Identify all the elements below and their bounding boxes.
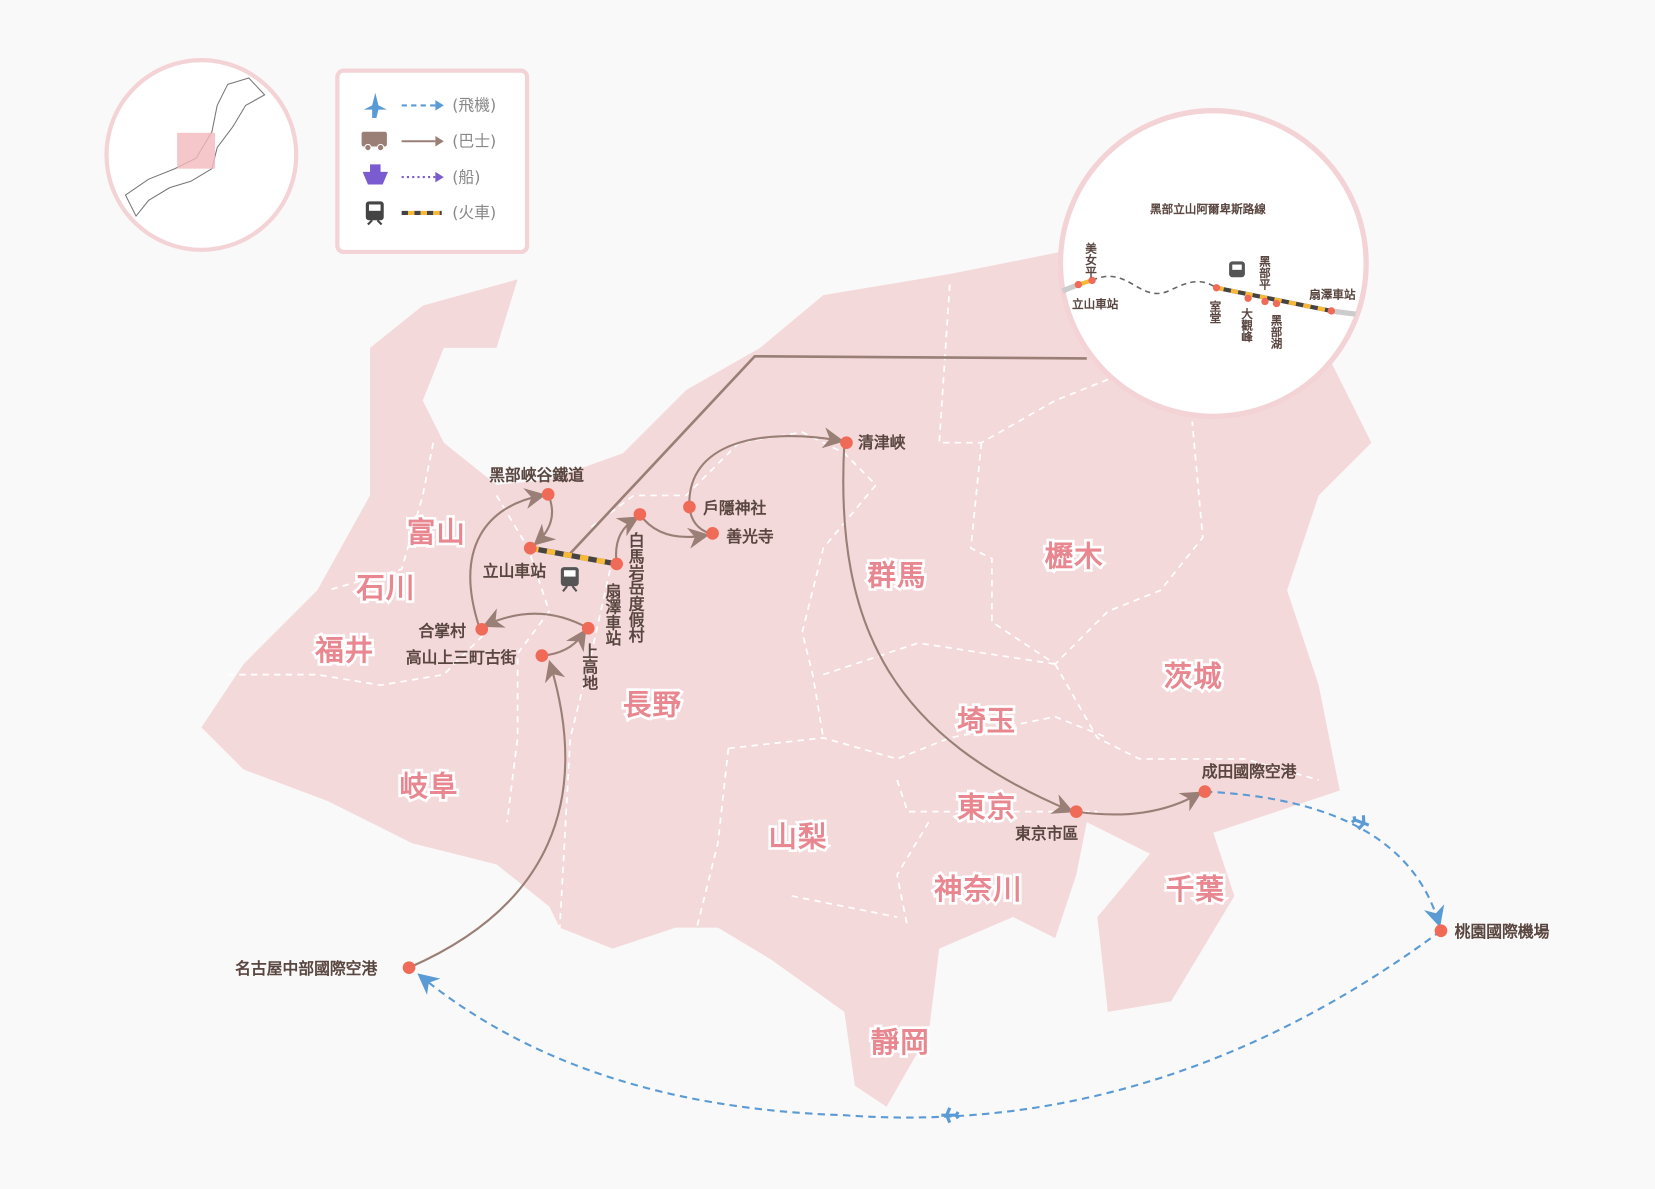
label-takayama: 高山上三町古街 bbox=[406, 648, 517, 667]
label-gassho: 合掌村 bbox=[419, 622, 467, 641]
label-ogizawa: 扇澤車站 bbox=[603, 582, 622, 647]
pref-toyama: 富山 bbox=[407, 516, 466, 549]
pref-chiba: 千葉 bbox=[1166, 873, 1225, 906]
pref-nagano: 長野 bbox=[623, 689, 682, 722]
ship-icon bbox=[362, 164, 388, 185]
pref-gifu: 岐阜 bbox=[400, 770, 459, 803]
pref-fukui: 福井 bbox=[314, 634, 374, 667]
train-icon bbox=[560, 567, 579, 592]
pref-ishikawa: 石川 bbox=[355, 572, 415, 605]
airplane-icon bbox=[941, 1107, 960, 1124]
legend-label-bus: (巴士) bbox=[452, 132, 496, 151]
inset-callout-line bbox=[569, 354, 1087, 555]
bus-icon bbox=[361, 131, 387, 152]
label-taoyuan: 桃園國際機場 bbox=[1455, 922, 1550, 941]
flight-routes bbox=[417, 790, 1445, 1124]
train-route bbox=[529, 545, 618, 567]
station-daikanbo: 大觀峰 bbox=[1240, 307, 1254, 343]
station-murodo: 室堂 bbox=[1208, 300, 1222, 325]
legend-label-flight: (飛機) bbox=[452, 96, 496, 115]
prefecture-borders bbox=[227, 284, 1319, 928]
station-kurobeko: 黑部湖 bbox=[1270, 314, 1284, 349]
label-tokyo: 東京市區 bbox=[1015, 824, 1078, 843]
airplane-icon bbox=[363, 92, 387, 119]
pref-shizuoka: 靜岡 bbox=[871, 1026, 930, 1059]
pref-saitama: 埼玉 bbox=[957, 704, 1016, 737]
japan-overview bbox=[104, 57, 299, 252]
label-hakuba: 白馬岩岳度假村 bbox=[626, 531, 645, 644]
label-kamikochi: 上高地 bbox=[580, 643, 599, 691]
label-kurobe: 黑部峽谷鐵道 bbox=[489, 466, 584, 485]
label-togakushi: 戶隱神社 bbox=[703, 498, 766, 517]
prefecture-labels: 富山 石川 福井 岐阜 長野 群馬 櫪木 茨城 埼玉 東京 山梨 神奈川 千葉 … bbox=[312, 513, 1227, 1061]
label-nagoya: 名古屋中部國際空港 bbox=[235, 959, 378, 978]
label-tateyama: 立山車站 bbox=[483, 562, 546, 581]
legend-label-train: (火車) bbox=[452, 203, 496, 222]
station-tateyama: 立山車站 bbox=[1072, 297, 1119, 311]
station-ogizawa: 扇澤車站 bbox=[1309, 287, 1356, 301]
landmass bbox=[201, 240, 1372, 1107]
label-narita: 成田國際空港 bbox=[1202, 762, 1298, 781]
station-kurobedaira: 黑部平 bbox=[1258, 255, 1272, 290]
label-kiyotsu: 清津峽 bbox=[858, 433, 906, 452]
pref-yamanashi: 山梨 bbox=[768, 820, 827, 853]
legend-label-ship: (船) bbox=[452, 167, 480, 186]
pref-tokyo: 東京 bbox=[957, 791, 1016, 824]
label-zenkoji: 善光寺 bbox=[726, 527, 774, 546]
pref-ibaraki: 茨城 bbox=[1164, 660, 1223, 693]
inset-title: 黑部立山阿爾卑斯路線 bbox=[1150, 202, 1266, 216]
pref-gunma: 群馬 bbox=[868, 559, 927, 592]
airplane-icon bbox=[1350, 815, 1370, 831]
alpine-route-inset: 黑部立山阿爾卑斯路線 美女平 立山車站 室堂 大觀峰 黑部平 黑部湖 扇澤車站 bbox=[1057, 108, 1369, 419]
train-icon bbox=[365, 201, 384, 226]
legend: (飛機) (巴士) (船) (火車) bbox=[335, 68, 530, 255]
pref-kanagawa: 神奈川 bbox=[934, 873, 1023, 906]
points bbox=[402, 436, 1448, 974]
pref-tochigi: 櫪木 bbox=[1045, 540, 1104, 573]
place-labels: 黑部峽谷鐵道 立山車站 扇澤車站 白馬岩岳度假村 戶隱神社 善光寺 清津峽 合掌… bbox=[235, 433, 1550, 978]
train-icon bbox=[1229, 261, 1245, 278]
station-bijodaira: 美女平 bbox=[1084, 242, 1098, 278]
